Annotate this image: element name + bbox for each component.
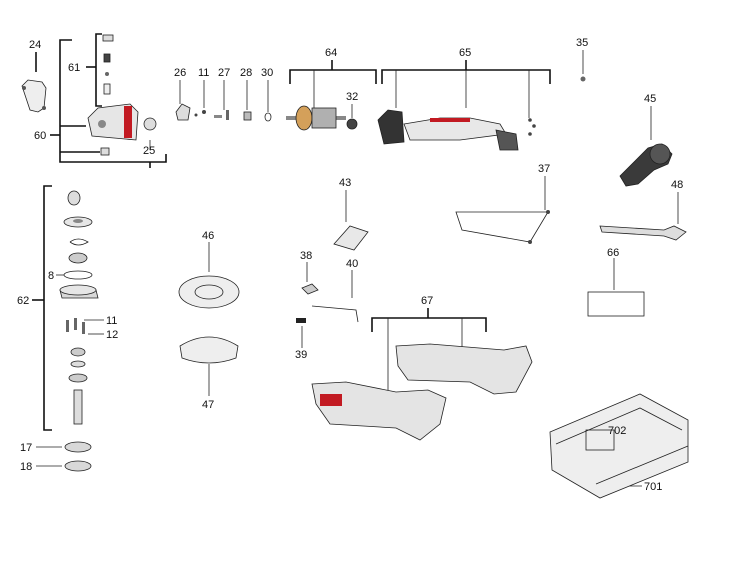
label-66: 66 xyxy=(607,247,619,259)
switch-parts-61 xyxy=(102,34,114,95)
flat-cable-37 xyxy=(455,210,550,244)
label-38: 38 xyxy=(300,250,312,262)
label-39: 39 xyxy=(295,349,307,361)
label-61: 61 xyxy=(68,62,80,74)
label-26: 26 xyxy=(174,67,186,79)
label-35: 35 xyxy=(576,37,588,49)
label-plate-66 xyxy=(587,291,645,317)
label-32: 32 xyxy=(346,91,358,103)
cap-35 xyxy=(580,76,586,82)
wheel-guard-46 xyxy=(178,275,240,309)
label-28: 28 xyxy=(240,67,252,79)
motor-housing-67 xyxy=(311,343,533,441)
label-37: 37 xyxy=(538,163,550,175)
label-12: 12 xyxy=(106,329,118,341)
label-40: 40 xyxy=(346,258,358,270)
label-62: 62 xyxy=(17,295,29,307)
label-30: 30 xyxy=(261,67,273,79)
label-60: 60 xyxy=(34,130,46,142)
label-46: 46 xyxy=(202,230,214,242)
label-18: 18 xyxy=(20,461,32,473)
carry-case-701 xyxy=(549,393,689,499)
lock-parts-38-40 xyxy=(296,283,359,323)
stator-electronics-65 xyxy=(377,109,536,151)
label-27: 27 xyxy=(218,67,230,79)
armature-64 xyxy=(286,105,358,131)
guard-lever-43 xyxy=(333,225,369,251)
label-47: 47 xyxy=(202,399,214,411)
label-11-top: 11 xyxy=(198,67,209,79)
label-702: 702 xyxy=(608,425,626,437)
wheel-guard-47 xyxy=(179,336,239,364)
side-handle-bracket-24 xyxy=(21,79,47,113)
label-8: 8 xyxy=(48,270,54,282)
label-45: 45 xyxy=(644,93,656,105)
spanner-48 xyxy=(599,225,687,241)
bracket-lines xyxy=(32,33,679,487)
label-43: 43 xyxy=(339,177,351,189)
callout-labels: 24 61 60 25 26 11 27 28 30 64 32 65 35 4… xyxy=(17,37,683,493)
label-65: 65 xyxy=(459,47,471,59)
label-48: 48 xyxy=(671,179,683,191)
label-64: 64 xyxy=(325,47,337,59)
gear-housing-60 xyxy=(87,103,157,156)
side-handle-45 xyxy=(619,143,673,187)
label-701: 701 xyxy=(644,481,662,493)
label-67: 67 xyxy=(421,295,433,307)
spindle-stack-62 xyxy=(59,190,99,472)
label-24: 24 xyxy=(29,39,41,51)
label-17: 17 xyxy=(20,442,32,454)
label-25: 25 xyxy=(143,145,155,157)
small-parts-row xyxy=(175,103,272,122)
label-11-side: 11 xyxy=(106,315,117,327)
